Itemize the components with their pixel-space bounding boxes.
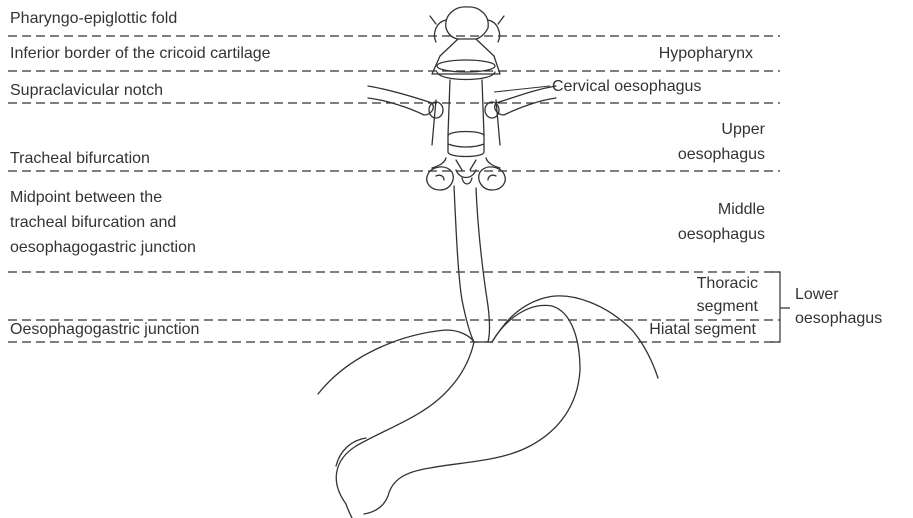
label-cervical-oesophagus: Cervical oesophagus xyxy=(552,77,701,97)
label-hypopharynx: Hypopharynx xyxy=(659,44,753,64)
stomach-fundus xyxy=(388,305,580,496)
label-middle-line1: Middle xyxy=(718,200,765,220)
label-pharyngo-epiglottic-fold: Pharyngo-epiglottic fold xyxy=(10,9,177,29)
diaphragm-right-dome xyxy=(492,296,658,378)
label-thoracic-line2: segment xyxy=(697,297,758,317)
label-inferior-border-cricoid: Inferior border of the cricoid cartilage xyxy=(10,44,271,64)
left-clavicle xyxy=(368,86,433,115)
epiglottis xyxy=(446,7,488,39)
label-hiatal-segment: Hiatal segment xyxy=(649,320,756,340)
hyoid-horns xyxy=(430,16,504,24)
label-midpoint-line1: Midpoint between the xyxy=(10,188,162,208)
oesophagus-right-wall xyxy=(476,188,490,342)
label-upper-line1: Upper xyxy=(721,120,765,140)
right-main-bronchus xyxy=(479,167,506,190)
cricoid-lower xyxy=(437,72,495,80)
carina xyxy=(432,158,500,170)
right-clavicle xyxy=(495,86,556,115)
trachea-tube xyxy=(448,80,484,135)
label-tracheal-bifurcation: Tracheal bifurcation xyxy=(10,149,150,169)
label-upper-line2: oesophagus xyxy=(678,145,765,165)
lower-oesophagus-bracket xyxy=(770,272,790,342)
label-lower-line2: oesophagus xyxy=(795,309,882,329)
label-oesophagogastric-junction: Oesophagogastric junction xyxy=(10,320,199,340)
oesophagus-left-wall xyxy=(454,186,474,342)
bronchus-junction xyxy=(456,170,476,184)
label-midpoint-line3: oesophagogastric junction xyxy=(10,238,196,258)
tracheal-rings xyxy=(448,132,484,157)
stomach-antrum xyxy=(336,438,388,518)
cricoid-cartilage xyxy=(437,60,495,72)
label-supraclavicular-notch: Supraclavicular notch xyxy=(10,81,163,101)
stomach-lesser-curve xyxy=(336,342,474,504)
left-main-bronchus xyxy=(427,167,454,190)
diaphragm-left-dome xyxy=(318,330,474,394)
label-middle-line2: oesophagus xyxy=(678,225,765,245)
label-midpoint-line2: tracheal bifurcation and xyxy=(10,213,176,233)
label-lower-line1: Lower xyxy=(795,285,839,305)
label-thoracic-line1: Thoracic xyxy=(697,274,758,294)
